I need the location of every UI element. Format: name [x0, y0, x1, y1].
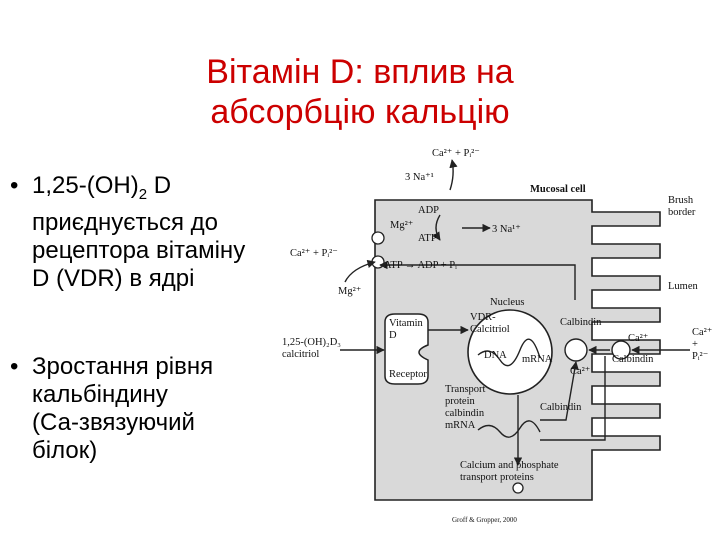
label-top-ion: Ca²⁺ + Pᵢ²⁻ — [432, 148, 480, 159]
arrow — [540, 361, 579, 421]
title-line-2: абсорбцію кальцію — [210, 93, 510, 131]
bullet-line: білок) — [32, 436, 98, 464]
membrane-protein-circle — [512, 482, 524, 494]
bullet-line: рецептора вітаміну — [32, 236, 246, 264]
label-na-3: 3 Na⁺¹ — [405, 172, 434, 183]
bullet-line: D (VDR) в ядрі — [32, 264, 195, 292]
label-atp-adp: ATP → ADP + Pᵢ — [384, 260, 457, 271]
bullet-item-calbindin: • Зростання рівня кальбіндину (Са-звязую… — [10, 353, 290, 465]
label-nucleus: Nucleus — [490, 297, 524, 308]
arrow — [449, 159, 458, 191]
arrow — [379, 260, 576, 300]
label-mucosal-cell: Mucosal cell — [530, 184, 586, 195]
label-calbindin-top: Calbindin — [560, 317, 602, 328]
label-lumen: Lumen — [668, 281, 698, 292]
nucleus — [467, 309, 553, 395]
label-ca-inside: Ca²⁺ — [570, 366, 591, 377]
bullet-line: 1,25-(OH)2 D — [32, 172, 290, 209]
title-line-1: Вітамін D: вплив на — [206, 53, 514, 91]
label-mrna: mRNA — [522, 354, 553, 365]
calbindin-circle — [564, 338, 588, 362]
mrna-strand — [477, 338, 541, 367]
label-calbindin-mid: Calbindin — [540, 402, 582, 413]
label-ca2-right: Ca²⁺ — [628, 333, 649, 344]
bullet-marker: • — [10, 172, 19, 199]
label-vdr-calcitriol: VDR-Calcitriol — [470, 312, 510, 335]
mrna-strand — [477, 420, 541, 438]
bullet-line: кальбіндину — [32, 380, 168, 408]
arrow — [540, 356, 606, 441]
label-calbindin-right: Calbindin — [612, 354, 654, 365]
label-credit: Groff & Gropper, 2000 — [452, 516, 517, 524]
pump-circle-top — [371, 231, 385, 245]
bullet-text: 1,25-(OH) — [32, 172, 139, 199]
label-adp: ADP — [418, 205, 439, 216]
bullet-item-vdr: • 1,25-(OH)2 D приєднується до рецептора… — [10, 172, 290, 293]
label-ca-pi-left: Ca²⁺ + Pᵢ²⁻ — [290, 248, 338, 259]
label-dna: DNA — [484, 350, 507, 361]
arrow — [344, 259, 376, 283]
receptor-shape — [384, 313, 429, 385]
label-ca-pi-right: Ca²⁺+Pᵢ²⁻ — [692, 327, 713, 362]
label-na-3-right: 3 Na¹⁺ — [492, 224, 521, 235]
label-mg-bottom: Mg²⁺ — [338, 286, 362, 297]
label-mg-left: Mg²⁺ — [390, 220, 414, 231]
carrier-circle — [611, 340, 631, 360]
bullet-line: (Са-звязуючий — [32, 408, 195, 436]
subscript: 2 — [138, 185, 148, 203]
bullet-marker: • — [10, 352, 19, 380]
bullet-line: приєднується до — [32, 208, 219, 236]
bullet-list: • 1,25-(OH)2 D приєднується до рецептора… — [10, 172, 290, 525]
bullet-line: Зростання рівня — [32, 352, 214, 380]
label-atp: ATP — [418, 233, 437, 244]
bullet-text: D — [147, 172, 172, 199]
arrow — [432, 214, 441, 241]
label-receptor: Receptor — [389, 369, 427, 380]
slide-title: Вітамін D: вплив на абсорбцію кальцію — [150, 52, 570, 132]
